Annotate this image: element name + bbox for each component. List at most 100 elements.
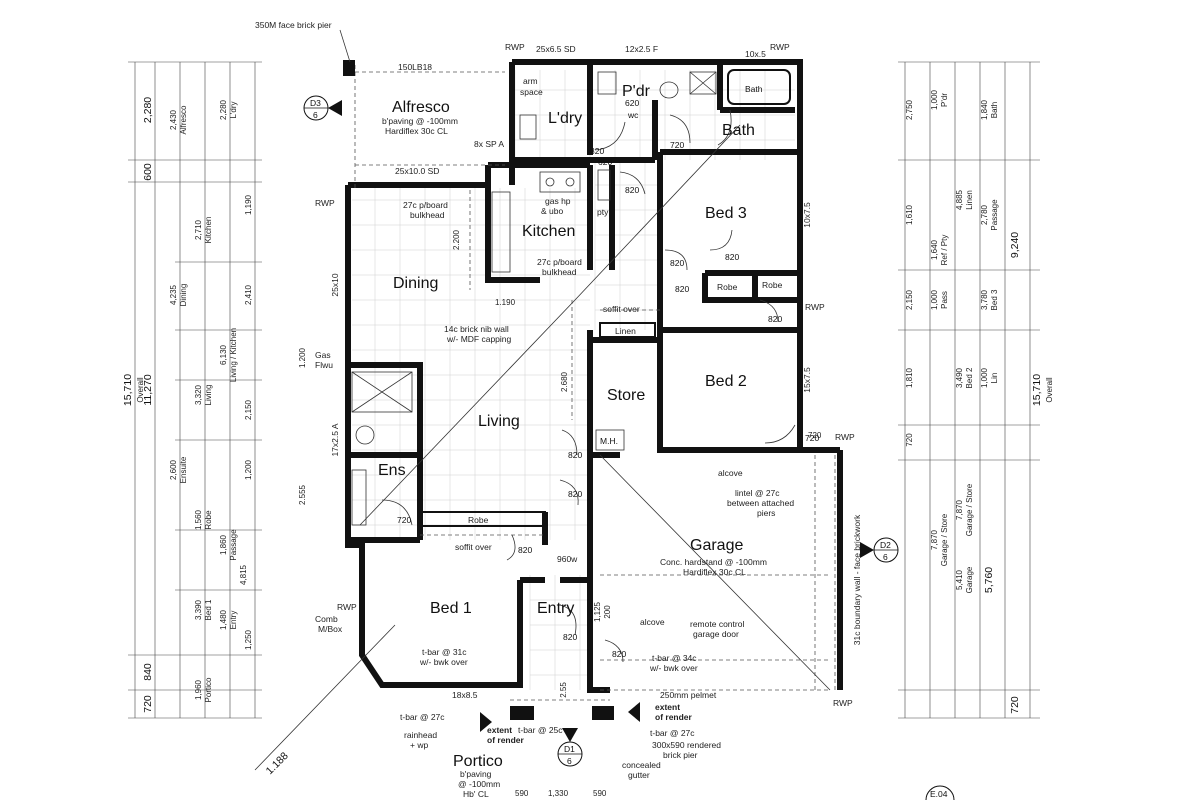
powder-basin <box>597 71 617 95</box>
left-col4-b: 1,190 <box>244 194 253 215</box>
door-bed1: 820 <box>518 545 532 555</box>
note-portico-1: b'paving <box>460 769 492 779</box>
note-tbar-31c-1: t-bar @ 31c <box>422 647 467 657</box>
right-col3-d-label: Garage / Store <box>965 483 974 536</box>
label-linen: Linen <box>615 326 636 336</box>
right-col3-c-label: Linen <box>965 190 974 210</box>
note-comb: Comb <box>315 614 338 624</box>
arm-space-2: space <box>520 87 543 97</box>
note-top-beam-2: 12x2.5 F <box>625 44 658 54</box>
door-living-2: 820 <box>568 489 582 499</box>
bathtub-label: Bath <box>745 84 763 94</box>
left-col2-b: 4,235 <box>169 284 178 305</box>
callout-e04: E.04 <box>925 785 955 800</box>
beam-lines <box>354 65 836 701</box>
callout-d1: D1 6 <box>557 728 583 767</box>
note-rainhead-2: + wp <box>410 740 428 750</box>
left-col3-b: 6,130 <box>219 344 228 365</box>
walls <box>345 59 843 693</box>
laundry-trough <box>519 114 537 140</box>
door-living: 820 <box>568 450 582 460</box>
dim-living-height: 2.680 <box>560 371 569 392</box>
room-bed1: Bed 1 <box>430 600 472 617</box>
left-col4-f: 1,250 <box>244 629 253 650</box>
note-top-beam-3: 10x.5 <box>745 49 766 59</box>
label-robe-bed3: Robe <box>717 282 738 292</box>
note-soffit-over-2: soffit over <box>455 542 492 552</box>
right-dimension-strings: 15,710 Overall 9,240 720 2,750 1,610 2,1… <box>898 61 1054 719</box>
bathtub <box>727 69 791 105</box>
left-col3-e: 1,860 <box>219 534 228 555</box>
room-laundry: L'dry <box>548 110 582 127</box>
note-rendered-pier-1: 300x590 rendered <box>652 740 721 750</box>
dim-diagonal: 1.188 <box>264 750 291 777</box>
note-gas-hp-2: & ubo <box>541 206 563 216</box>
note-pelmet: 250mm pelmet <box>660 690 717 700</box>
left-top2-dim: 600 <box>142 163 154 181</box>
note-vert-beam-left: 25x10 <box>330 273 340 296</box>
note-bulkhead-2b: bulkhead <box>542 267 577 277</box>
note-alcove: alcove <box>718 468 743 478</box>
door-ensuite: 720 <box>397 515 411 525</box>
note-vert-beam-ensuite: 17x2.5 A <box>330 423 340 456</box>
meter-box-label: M.H. <box>600 436 618 446</box>
dim-portico-opening: 2.55 <box>559 682 568 698</box>
right-col1-e: 720 <box>905 433 914 447</box>
right-col2-d-label: Bed 2 <box>965 367 974 388</box>
note-extent-render-left-2: of render <box>487 735 525 745</box>
left-col3-f: 4,815 <box>239 564 248 585</box>
right-col3-e: 3,780 <box>980 289 989 310</box>
svg-text:6: 6 <box>883 552 888 562</box>
note-lintel-1: lintel @ 27c <box>735 488 780 498</box>
door-bed3-b: 820 <box>725 252 739 262</box>
door-bath: 720 <box>670 140 684 150</box>
left-col4-a-label: L'dry <box>229 101 238 118</box>
rwp-4: RWP <box>805 302 825 312</box>
left-col4-d: 2,150 <box>244 399 253 420</box>
note-tbar-27c-left: t-bar @ 27c <box>400 712 445 722</box>
ensuite-shower <box>351 371 413 413</box>
linen-cupboard <box>597 169 611 201</box>
svg-text:6: 6 <box>567 756 572 766</box>
left-col4-a: 2,280 <box>219 99 228 120</box>
hip-lines <box>254 124 831 771</box>
door-bed2: 820 <box>768 314 782 324</box>
note-concealed-1: concealed <box>622 760 661 770</box>
rendered-pier-right <box>592 706 614 720</box>
ensuite-vanity <box>351 469 367 526</box>
left-col3-a: 2,710 <box>194 219 203 240</box>
right-col1-f: 7,870 <box>930 529 939 550</box>
section-callouts: D3 6 D2 6 D1 6 E.04 RWP RWP RWP RWP RWP … <box>303 42 955 800</box>
note-garage-door-1: remote control <box>690 619 744 629</box>
note-lintel-2: between attached <box>727 498 794 508</box>
rendered-pier-left <box>510 706 534 720</box>
note-rendered-pier-2: brick pier <box>663 750 698 760</box>
ensuite-wc <box>355 425 375 445</box>
right-col3-b-label: Passage <box>990 199 999 231</box>
note-gas-hp-1: gas hp <box>545 196 571 206</box>
right-col2-b-label: Ref / Pty <box>940 235 949 266</box>
left-col2-e-label: Bed 1 <box>204 599 213 620</box>
right-col3-a: 1,840 <box>980 99 989 120</box>
callout-d2: D2 6 <box>860 537 899 563</box>
note-meter-box: M/Box <box>318 624 343 634</box>
rwp-1: RWP <box>505 42 525 52</box>
svg-text:D1: D1 <box>564 744 575 754</box>
door-bed3-a: 820 <box>670 258 684 268</box>
note-tbar-31c-2: w/- bwk over <box>419 657 468 667</box>
note-tbar-34c-1: t-bar @ 34c <box>652 653 697 663</box>
right-col2-d: 3,490 <box>955 367 964 388</box>
note-lintel-3: piers <box>757 508 775 518</box>
label-pantry: pty <box>597 207 609 217</box>
left-col2-a-label: Alfresco <box>179 105 188 134</box>
right-col2-e: 5,410 <box>955 569 964 590</box>
left-dimension-strings: 15,710 Overall 11,270 2,280 600 840 720 … <box>122 61 262 719</box>
dim-entry-1: 1,125 <box>593 601 602 622</box>
right-col1-b: 1,610 <box>905 204 914 225</box>
rwp-3: RWP <box>315 198 335 208</box>
left-col3-d: 1,480 <box>219 609 228 630</box>
right-col2-e-label: Garage <box>965 566 974 593</box>
dim-entry-2: 200 <box>603 605 612 619</box>
meter-box <box>595 429 625 451</box>
right-col3-d: 7,870 <box>955 499 964 520</box>
